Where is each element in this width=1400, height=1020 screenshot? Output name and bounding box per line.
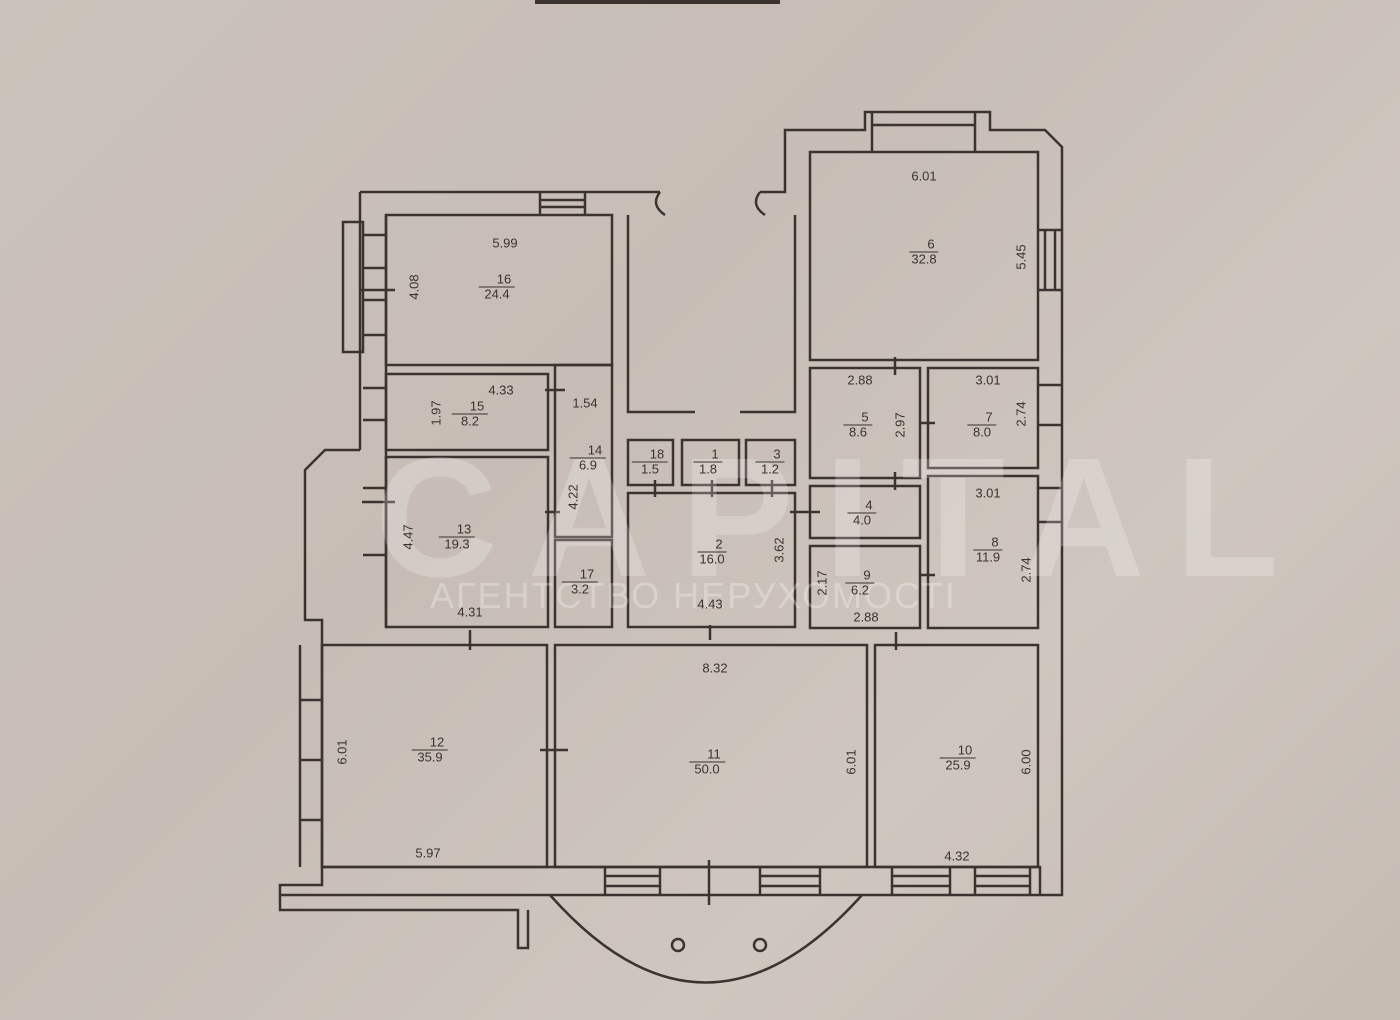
dim-r2-width: 4.43 <box>697 596 723 612</box>
dim-r8-width: 3.01 <box>975 485 1001 501</box>
dim-r5-width: 2.88 <box>847 372 873 388</box>
dim-r12-height: 6.01 <box>334 739 350 765</box>
dim-r9-height: 2.17 <box>814 570 830 596</box>
dim-r10-width: 4.32 <box>944 848 970 864</box>
dim-r15-width: 4.33 <box>488 382 514 398</box>
dim-r16-height: 4.08 <box>406 274 422 300</box>
dim-r7-height: 2.74 <box>1013 401 1029 427</box>
dim-r15-height: 1.97 <box>428 400 444 426</box>
dim-r9-width: 2.88 <box>853 609 879 625</box>
dim-r14-width: 1.54 <box>572 395 598 411</box>
dim-r5-height: 2.97 <box>892 412 908 438</box>
dim-r16-width: 5.99 <box>492 235 518 251</box>
dim-r13-height: 4.47 <box>400 524 416 550</box>
dim-r14-height: 4.22 <box>565 484 581 510</box>
dim-r13-width: 4.31 <box>457 604 483 620</box>
dim-r11-width: 8.32 <box>702 660 728 676</box>
dim-r11-height: 6.01 <box>843 749 859 775</box>
dim-r2-height: 3.62 <box>771 537 787 563</box>
dim-r7-width: 3.01 <box>975 372 1001 388</box>
title-bar-stub <box>535 0 780 4</box>
dim-r8-height: 2.74 <box>1018 557 1034 583</box>
dim-r6-width: 6.01 <box>911 168 937 184</box>
dim-r12-width: 5.97 <box>415 845 441 861</box>
dim-r6-height: 5.45 <box>1013 244 1029 270</box>
dim-r10-height: 6.00 <box>1018 749 1034 775</box>
